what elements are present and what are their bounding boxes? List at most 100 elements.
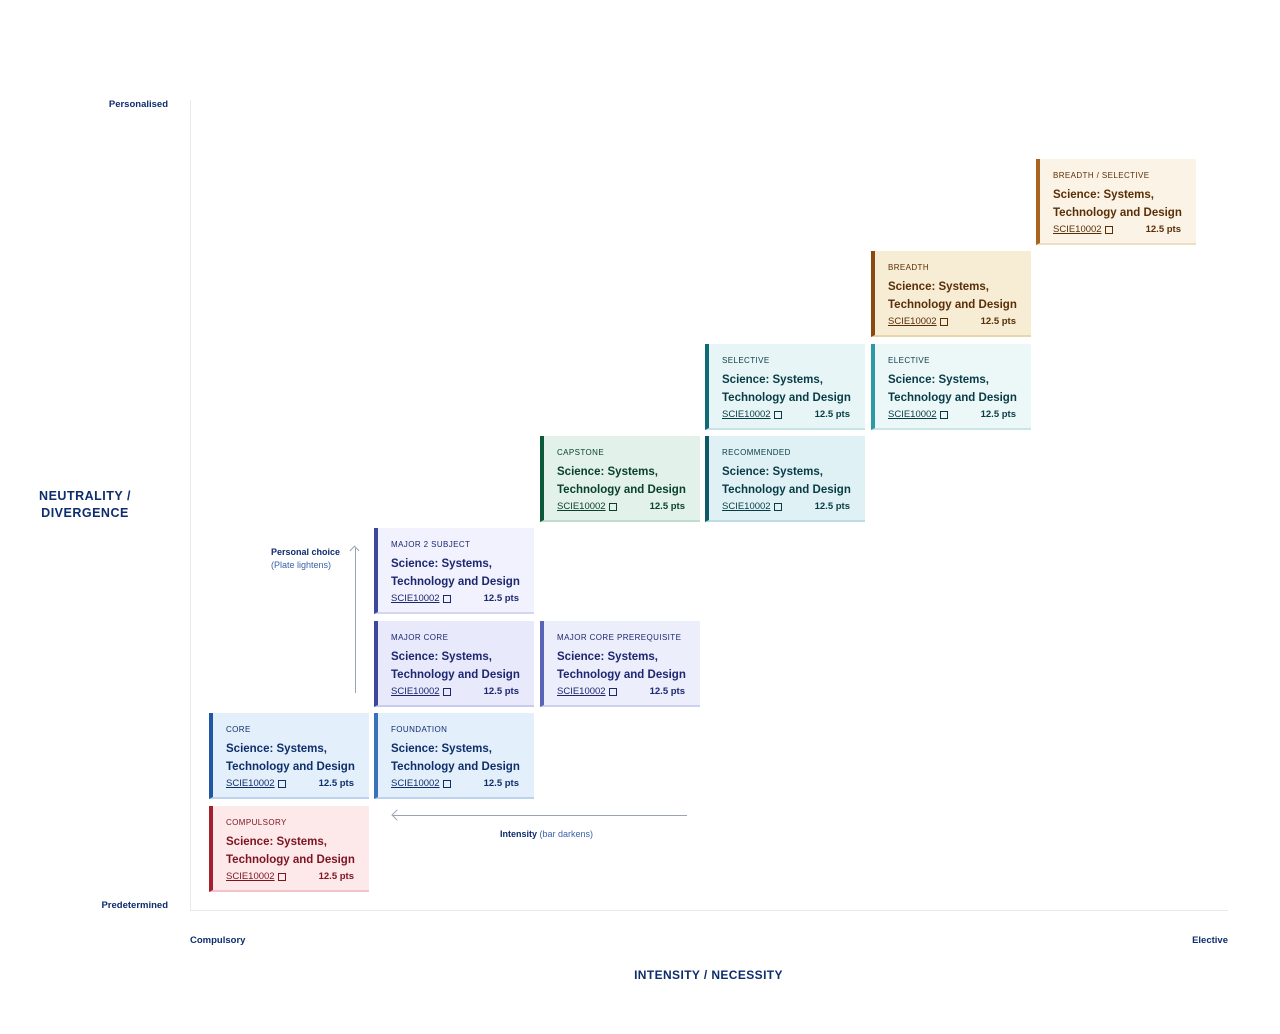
card-title: Science: Systems, Technology and Design: [888, 374, 1017, 404]
subject-code[interactable]: SCIE10002: [557, 501, 606, 512]
external-link-icon: [608, 502, 617, 511]
card-title: Science: Systems, Technology and Design: [557, 651, 686, 681]
credit-points: 12.5 pts: [318, 778, 354, 789]
card-type-label: MAJOR 2 SUBJECT: [391, 540, 471, 549]
external-link-icon: [939, 410, 948, 419]
x-axis-title: INTENSITY / NECESSITY: [634, 968, 783, 982]
external-link-icon: [939, 317, 948, 326]
subject-code[interactable]: SCIE10002: [722, 501, 771, 512]
subject-code-link[interactable]: SCIE10002: [557, 501, 617, 512]
x-axis-line: [190, 910, 1228, 911]
subject-code-link[interactable]: SCIE10002: [888, 316, 948, 327]
subject-code[interactable]: SCIE10002: [226, 778, 275, 789]
subject-code[interactable]: SCIE10002: [391, 778, 440, 789]
subject-code[interactable]: SCIE10002: [391, 686, 440, 697]
subject-card-foundation: FOUNDATION Science: Systems, Technology …: [374, 713, 534, 799]
credit-points: 12.5 pts: [814, 409, 850, 420]
card-type-label: COMPULSORY: [226, 818, 287, 827]
credit-points: 12.5 pts: [980, 409, 1016, 420]
subject-code-link[interactable]: SCIE10002: [226, 871, 286, 882]
y-axis-title: NEUTRALITY / DIVERGENCE: [39, 489, 131, 520]
subject-code-link[interactable]: SCIE10002: [226, 778, 286, 789]
personal-choice-note: Personal choice (Plate lightens): [271, 546, 340, 572]
credit-points: 12.5 pts: [814, 501, 850, 512]
subject-code[interactable]: SCIE10002: [1053, 224, 1102, 235]
credit-points: 12.5 pts: [649, 501, 685, 512]
credit-points: 12.5 pts: [483, 593, 519, 604]
card-title: Science: Systems, Technology and Design: [1053, 189, 1182, 219]
card-type-label: ELECTIVE: [888, 356, 930, 365]
personal-choice-sub: (Plate lightens): [271, 560, 332, 570]
y-axis-line: [190, 100, 191, 910]
subject-code-link[interactable]: SCIE10002: [391, 686, 451, 697]
intensity-note: Intensity (bar darkens): [500, 828, 593, 841]
subject-card-selective: SELECTIVE Science: Systems, Technology a…: [705, 344, 865, 430]
card-title: Science: Systems, Technology and Design: [391, 558, 520, 588]
subject-code-link[interactable]: SCIE10002: [722, 409, 782, 420]
subject-card-capstone: CAPSTONE Science: Systems, Technology an…: [540, 436, 700, 522]
card-type-label: BREADTH: [888, 263, 930, 272]
subject-card-major-2: MAJOR 2 SUBJECT Science: Systems, Techno…: [374, 528, 534, 614]
card-title: Science: Systems, Technology and Design: [722, 374, 851, 404]
card-title: Science: Systems, Technology and Design: [226, 836, 355, 866]
subject-code-link[interactable]: SCIE10002: [722, 501, 782, 512]
external-link-icon: [773, 410, 782, 419]
subject-code-link[interactable]: SCIE10002: [557, 686, 617, 697]
external-link-icon: [442, 779, 451, 788]
credit-points: 12.5 pts: [318, 871, 354, 882]
subject-card-compulsory: COMPULSORY Science: Systems, Technology …: [209, 806, 369, 892]
card-type-label: CORE: [226, 725, 251, 734]
credit-points: 12.5 pts: [483, 778, 519, 789]
card-type-label: BREADTH / SELECTIVE: [1053, 171, 1150, 180]
card-title: Science: Systems, Technology and Design: [722, 466, 851, 496]
external-link-icon: [277, 779, 286, 788]
subject-card-breadth: BREADTH Science: Systems, Technology and…: [871, 251, 1031, 337]
card-title: Science: Systems, Technology and Design: [226, 743, 355, 773]
credit-points: 12.5 pts: [649, 686, 685, 697]
intensity-arrow: [393, 815, 687, 816]
card-title: Science: Systems, Technology and Design: [557, 466, 686, 496]
y-axis-top-label: Personalised: [108, 99, 168, 110]
x-axis-left-label: Compulsory: [190, 935, 246, 946]
subject-card-major-core: MAJOR CORE Science: Systems, Technology …: [374, 621, 534, 707]
subject-code[interactable]: SCIE10002: [888, 409, 937, 420]
external-link-icon: [608, 687, 617, 696]
external-link-icon: [1104, 225, 1113, 234]
card-type-label: CAPSTONE: [557, 448, 605, 457]
external-link-icon: [442, 594, 451, 603]
subject-code[interactable]: SCIE10002: [888, 316, 937, 327]
subject-code-link[interactable]: SCIE10002: [888, 409, 948, 420]
card-type-label: MAJOR CORE: [391, 633, 449, 642]
subject-card-elective: ELECTIVE Science: Systems, Technology an…: [871, 344, 1031, 430]
subject-code[interactable]: SCIE10002: [557, 686, 606, 697]
personal-choice-label: Personal choice: [271, 547, 341, 557]
subject-card-major-core-prerequisite: MAJOR CORE PREREQUISITE Science: Systems…: [540, 621, 700, 707]
credit-points: 12.5 pts: [980, 316, 1016, 327]
subject-code-link[interactable]: SCIE10002: [391, 593, 451, 604]
subject-card-recommended: RECOMMENDED Science: Systems, Technology…: [705, 436, 865, 522]
external-link-icon: [442, 687, 451, 696]
intensity-sub: (bar darkens): [539, 829, 594, 839]
intensity-label: Intensity: [500, 829, 538, 839]
card-type-label: SELECTIVE: [722, 356, 770, 365]
subject-code-link[interactable]: SCIE10002: [1053, 224, 1113, 235]
subject-card-core: CORE Science: Systems, Technology and De…: [209, 713, 369, 799]
card-title: Science: Systems, Technology and Design: [888, 281, 1017, 311]
card-title: Science: Systems, Technology and Design: [391, 651, 520, 681]
subject-card-breadth-selective: BREADTH / SELECTIVE Science: Systems, Te…: [1036, 159, 1196, 245]
card-title: Science: Systems, Technology and Design: [391, 743, 520, 773]
x-axis-right-label: Elective: [1192, 935, 1228, 946]
subject-code[interactable]: SCIE10002: [722, 409, 771, 420]
subject-code[interactable]: SCIE10002: [226, 871, 275, 882]
subject-code[interactable]: SCIE10002: [391, 593, 440, 604]
external-link-icon: [773, 502, 782, 511]
credit-points: 12.5 pts: [1145, 224, 1181, 235]
card-type-label: MAJOR CORE PREREQUISITE: [557, 633, 682, 642]
card-type-label: FOUNDATION: [391, 725, 448, 734]
credit-points: 12.5 pts: [483, 686, 519, 697]
personal-choice-arrow: [355, 548, 356, 693]
y-axis-bottom-label: Predetermined: [101, 900, 168, 911]
card-type-label: RECOMMENDED: [722, 448, 791, 457]
subject-code-link[interactable]: SCIE10002: [391, 778, 451, 789]
external-link-icon: [277, 872, 286, 881]
